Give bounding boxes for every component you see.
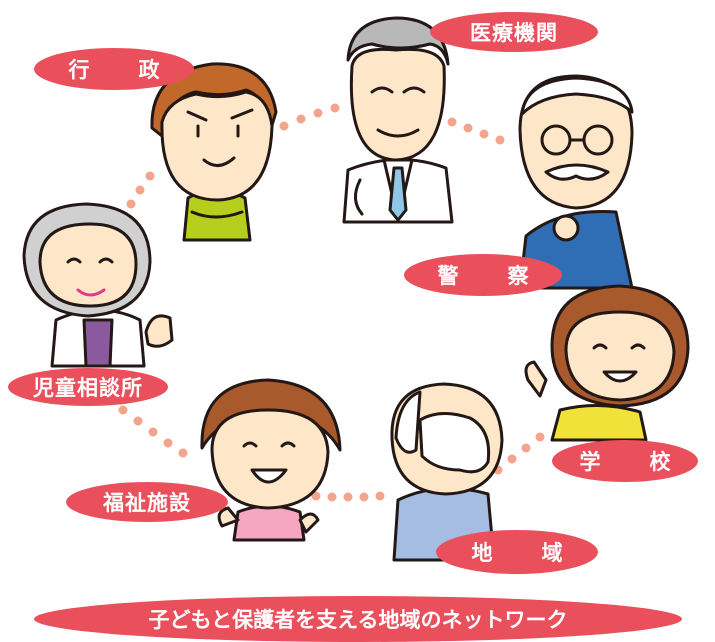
administration-figure [150,62,278,242]
connection-dots [118,103,631,502]
community-label: 地 域 [436,530,598,574]
police-figure [518,74,634,290]
child-consultation-center-figure [22,202,174,368]
child-consultation-center-label: 児童相談所 [8,368,168,406]
school-figure [524,284,690,442]
medical-institution-figure [342,16,454,224]
administration-label: 行 政 [34,48,194,90]
welfare-facility-label: 福祉施設 [66,482,228,522]
network-title-banner: 子どもと保護者を支える地域のネットワーク [34,596,682,642]
school-label: 学 校 [552,440,698,482]
police-label: 警 察 [404,254,562,296]
welfare-facility-figure [200,378,342,542]
medical-institution-label: 医療機関 [430,12,598,52]
community-figure [390,382,504,562]
